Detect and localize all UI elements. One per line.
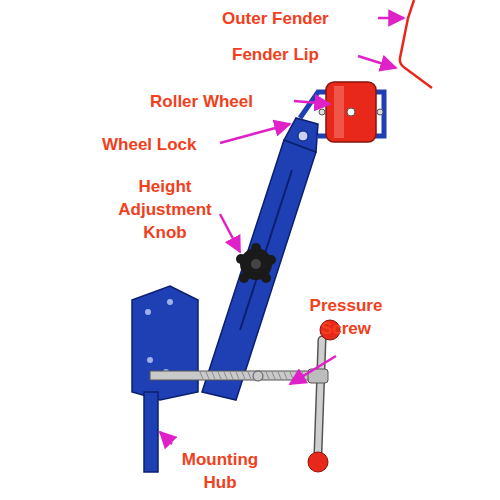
part-label: Roller Wheel	[150, 90, 253, 113]
leader-arrow	[358, 56, 396, 68]
part-label: Fender Lip	[232, 43, 319, 66]
part-label: Outer Fender	[222, 7, 329, 30]
leader-arrow	[220, 214, 240, 252]
leader-arrow	[220, 124, 290, 143]
leader-arrow	[294, 101, 330, 104]
part-label: Height Adjustment Knob	[110, 175, 220, 244]
mounting-plate	[132, 286, 198, 400]
height-knob	[236, 243, 276, 283]
mounting-hub	[144, 392, 158, 472]
fender-line	[400, 0, 432, 88]
roller-wheel	[326, 82, 376, 142]
pressure-screw	[150, 371, 320, 380]
part-label: Pressure Screw	[296, 294, 396, 340]
t-handle	[318, 340, 322, 452]
leader-arrow	[160, 432, 172, 444]
leader-arrow	[378, 17, 404, 20]
part-label: Mounting Hub	[170, 448, 270, 494]
part-label: Wheel Lock	[102, 133, 196, 156]
arm-slot	[240, 170, 292, 330]
handle-ball	[308, 452, 328, 472]
height-arm	[202, 140, 316, 400]
leader-arrow	[290, 356, 336, 384]
